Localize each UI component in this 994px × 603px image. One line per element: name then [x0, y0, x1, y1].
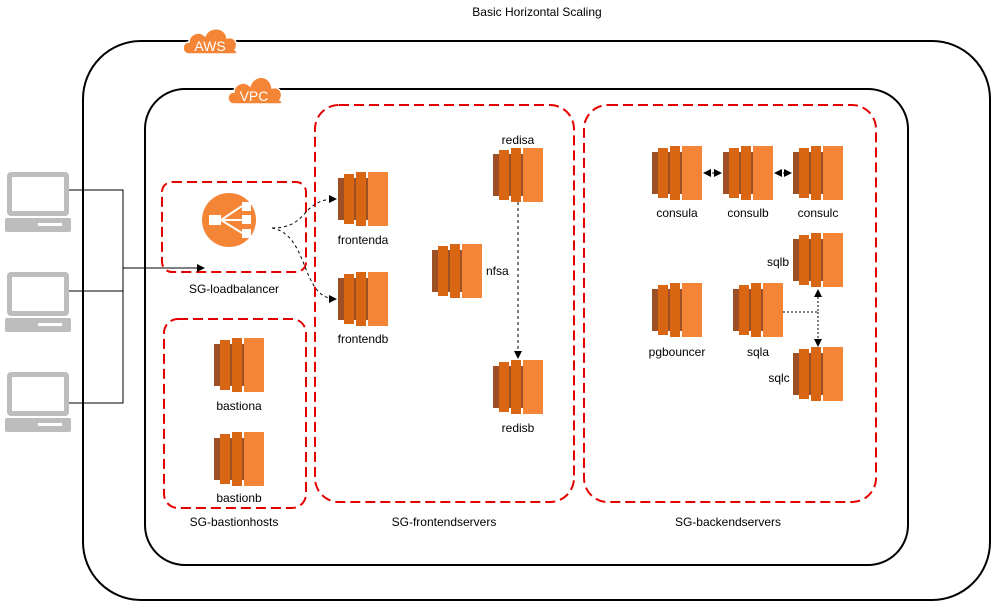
ec2-instance-icon	[214, 338, 264, 392]
vpc-cloud-icon: VPC	[227, 76, 283, 105]
sqlb-label: sqlb	[767, 255, 789, 269]
ec2-instance-icon	[793, 233, 843, 287]
client-connectors	[69, 189, 205, 404]
bastionb-label: bastionb	[216, 491, 262, 505]
ec2-instance-icon	[793, 146, 843, 200]
frontenda-label: frontenda	[338, 233, 389, 247]
sqlc-label: sqlc	[768, 371, 789, 385]
consulb-label: consulb	[727, 206, 769, 220]
sg-loadbalancer-box	[161, 181, 307, 273]
aws-cloud-boundary	[82, 40, 991, 601]
elastic-load-balancer-icon	[202, 193, 256, 247]
vpc-cloud-label: VPC	[240, 88, 269, 104]
ec2-instance-icon	[214, 432, 264, 486]
diagram-title: Basic Horizontal Scaling	[472, 5, 601, 19]
aws-cloud-icon: AWS	[182, 28, 238, 55]
vpc-boundary	[144, 88, 909, 566]
sg-bastionhosts-box	[163, 318, 307, 509]
ec2-instance-icon	[733, 283, 783, 337]
client-computer-icon	[5, 372, 71, 432]
ec2-instance-icon	[338, 272, 388, 326]
ec2-instance-icon	[652, 283, 702, 337]
client-computer-icon	[5, 172, 71, 232]
redisa-label: redisa	[502, 133, 535, 147]
bastiona-label: bastiona	[216, 399, 262, 413]
sg-loadbalancer-label: SG-loadbalancer	[189, 282, 279, 296]
sqla-label: sqla	[747, 345, 769, 359]
ec2-instance-icon	[793, 347, 843, 401]
ec2-instance-icon	[723, 146, 773, 200]
sql-replication-connectors	[783, 289, 822, 347]
sg-backendservers-box	[583, 104, 877, 503]
consulc-label: consulc	[798, 206, 839, 220]
ec2-instance-icon	[432, 244, 482, 298]
ec2-instance-icon	[493, 148, 543, 202]
frontendb-label: frontendb	[338, 332, 389, 346]
redisb-label: redisb	[502, 421, 535, 435]
sg-backendservers-label: SG-backendservers	[675, 515, 781, 529]
pgbouncer-label: pgbouncer	[649, 345, 706, 359]
ec2-instance-icon	[652, 146, 702, 200]
sg-frontendservers-label: SG-frontendservers	[392, 515, 497, 529]
sg-frontendservers-box	[314, 104, 575, 503]
nfsa-label: nfsa	[486, 264, 509, 278]
lb-to-frontend-connectors	[271, 195, 337, 303]
client-computer-icon	[5, 272, 71, 332]
aws-cloud-label: AWS	[194, 38, 225, 54]
ec2-instance-icon	[493, 360, 543, 414]
consula-label: consula	[656, 206, 698, 220]
sg-bastionhosts-label: SG-bastionhosts	[190, 515, 279, 529]
ec2-instance-icon	[338, 172, 388, 226]
